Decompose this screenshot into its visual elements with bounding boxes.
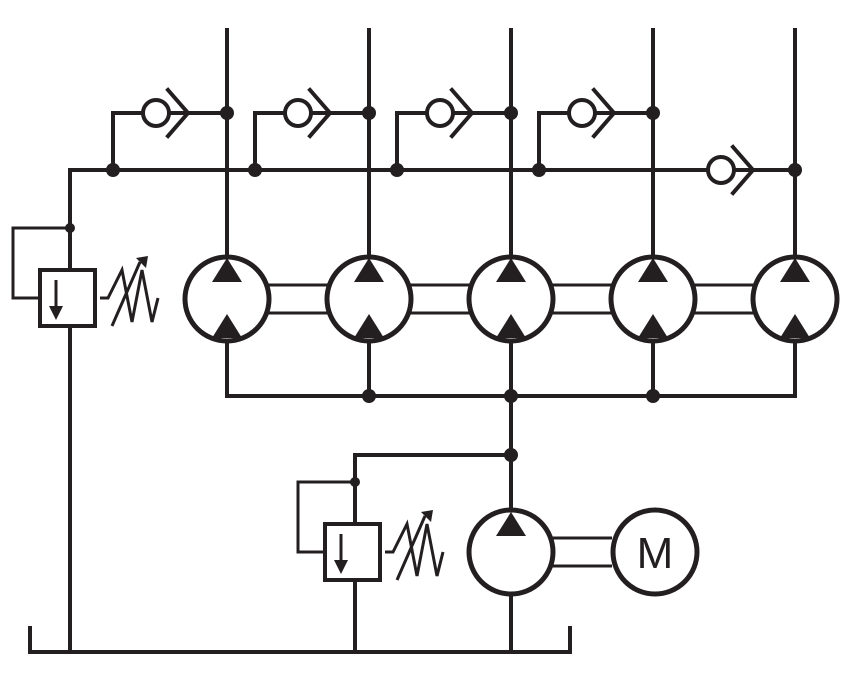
divider-motor-5 xyxy=(750,254,840,344)
relief-valve-upper xyxy=(11,203,160,654)
check-valve-2 xyxy=(283,87,333,139)
outlet-lines xyxy=(225,28,797,260)
divider-motor-3 xyxy=(466,254,556,344)
shaft-couplings xyxy=(268,283,754,315)
return-manifold xyxy=(68,168,797,207)
junction-dots xyxy=(65,106,802,487)
divider-motor-4 xyxy=(608,254,698,344)
electric-motor: M xyxy=(610,507,700,597)
motor-label: M xyxy=(637,529,674,578)
check-valve-3 xyxy=(425,87,475,139)
pump-pressure-line xyxy=(353,453,513,526)
divider-motor-2 xyxy=(324,254,414,344)
supply-pump xyxy=(466,507,612,654)
relief-valve-lower xyxy=(296,480,445,654)
check-valve-5 xyxy=(706,144,756,196)
inlet-manifold xyxy=(225,338,797,514)
tank xyxy=(28,626,572,654)
check-valve-4 xyxy=(567,87,617,139)
divider-motor-1 xyxy=(182,254,272,344)
check-valve-1 xyxy=(141,87,191,139)
